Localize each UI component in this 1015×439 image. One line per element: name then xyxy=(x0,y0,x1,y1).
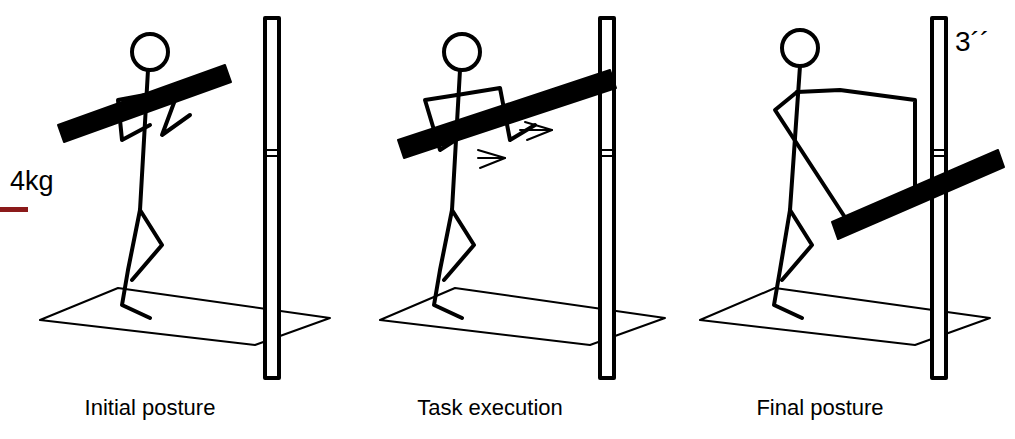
pole xyxy=(265,18,279,378)
floor-platform xyxy=(40,288,330,345)
final-posture-figure xyxy=(700,18,1004,378)
duration-label: 3´´ xyxy=(955,28,989,56)
weight-label: 4kg xyxy=(10,168,54,195)
phase-caption: Task execution xyxy=(417,397,563,419)
floor-platform xyxy=(380,288,665,345)
phase-caption: Initial posture xyxy=(85,397,216,419)
weighted-bar xyxy=(398,70,616,158)
weighted-bar xyxy=(832,150,1004,239)
initial-posture-figure xyxy=(40,18,330,378)
phase-caption: Final posture xyxy=(756,397,883,419)
weighted-bar xyxy=(58,65,231,142)
task-execution-figure xyxy=(380,18,665,378)
accent-bar xyxy=(0,207,28,212)
